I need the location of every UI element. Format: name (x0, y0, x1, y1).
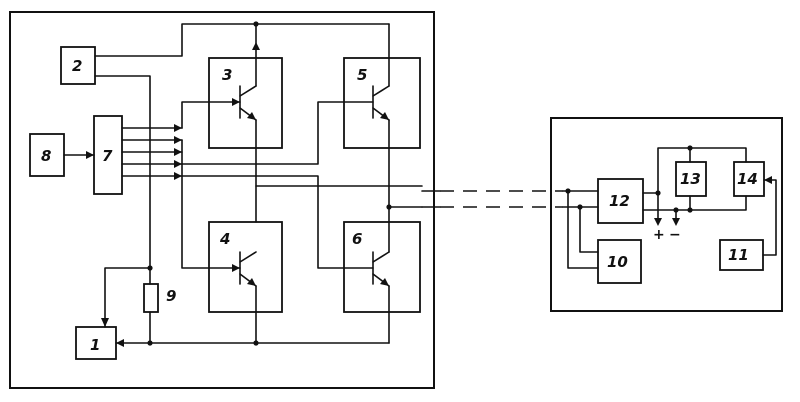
resistor-9 (144, 284, 158, 312)
label-minus: − (669, 227, 681, 243)
label-block-11: 11 (728, 246, 749, 264)
label-block-8: 8 (41, 147, 51, 165)
label-plus: + (653, 227, 665, 243)
label-block-13: 13 (680, 170, 701, 188)
label-block-3: 3 (222, 66, 232, 84)
transistor-cell-5 (344, 58, 420, 148)
label-resistor-9: 9 (166, 287, 176, 305)
label-block-4: 4 (219, 230, 230, 248)
label-block-7: 7 (102, 147, 113, 165)
label-block-1: 1 (90, 336, 100, 354)
label-block-6: 6 (352, 230, 362, 248)
label-block-12: 12 (609, 192, 630, 210)
main-unit-wiring (64, 21, 422, 347)
transistor-cell-3 (209, 58, 282, 148)
transistor-4-symbol (240, 252, 256, 343)
transistor-3-symbol (240, 24, 260, 222)
label-block-10: 10 (607, 253, 628, 271)
label-block-14: 14 (737, 170, 758, 188)
label-block-2: 2 (72, 57, 82, 75)
transistor-6-symbol (373, 207, 389, 343)
label-block-5: 5 (357, 66, 367, 84)
transistor-5-symbol (373, 24, 389, 207)
remote-unit-frame (551, 118, 782, 311)
transmission-line (422, 191, 563, 207)
